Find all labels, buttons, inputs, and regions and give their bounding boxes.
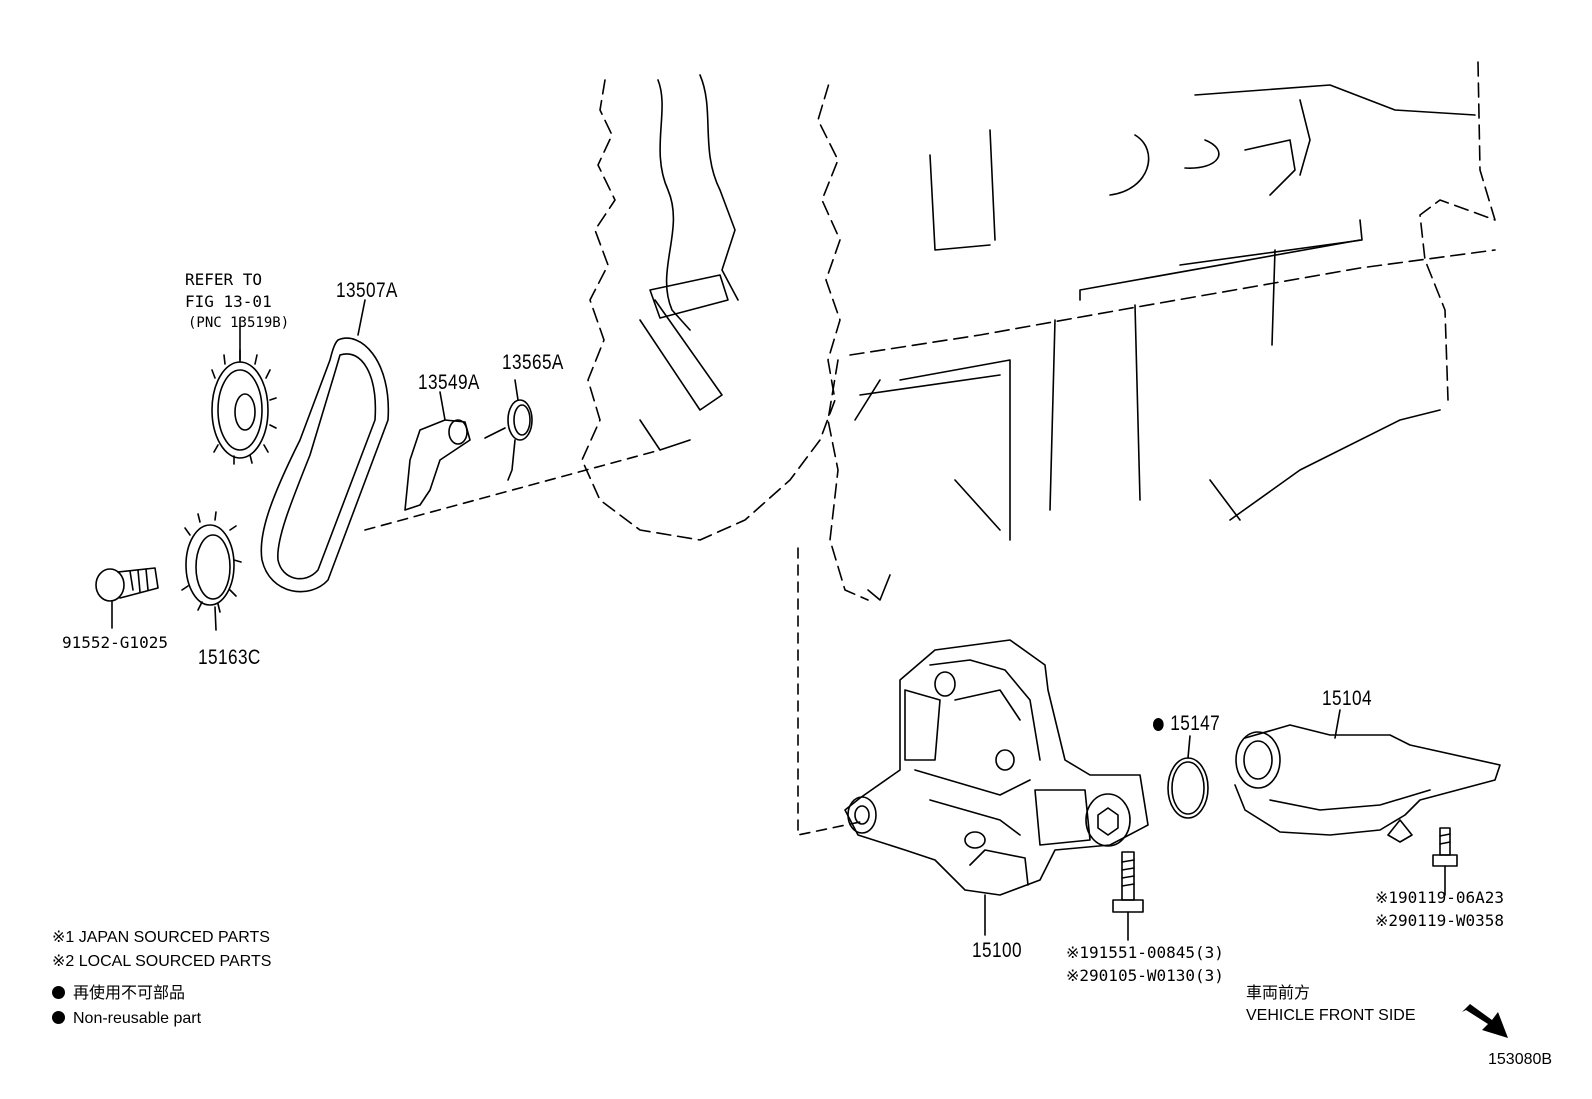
part-290105-W0130[interactable]: ※290105-W0130(3)	[1066, 966, 1224, 985]
vehicle-front-jp: 車両前方	[1246, 985, 1311, 1002]
tensioner-spring	[485, 380, 532, 480]
refer-fig-label: FIG 13-01	[185, 292, 272, 311]
part-15104[interactable]: 15104	[1322, 687, 1372, 710]
engine-block-outline	[582, 62, 1495, 600]
guide-line-pump	[798, 548, 860, 835]
oil-pump-assembly	[845, 640, 1148, 935]
refer-to-label: REFER TO	[185, 270, 263, 289]
part-15163C[interactable]: 15163C	[198, 646, 261, 669]
oil-strainer	[1235, 710, 1500, 842]
vehicle-front-arrow	[1462, 1004, 1508, 1038]
o-ring	[1168, 736, 1208, 818]
part-15100[interactable]: 15100	[972, 939, 1022, 962]
part-13507A[interactable]: 13507A	[336, 279, 398, 302]
bolt-190119	[1433, 828, 1457, 895]
legend-non-reusable-en: Non-reusable part	[52, 1011, 201, 1027]
part-15147[interactable]: 15147	[1153, 713, 1220, 734]
non-reusable-dot-icon	[52, 986, 65, 999]
bolt-191551	[1113, 852, 1143, 940]
part-190119-06A23[interactable]: ※190119-06A23	[1375, 888, 1504, 907]
oil-pump-sprocket	[182, 512, 241, 630]
part-13549A[interactable]: 13549A	[418, 371, 480, 394]
timing-chain	[261, 300, 388, 592]
guide-line-timing	[365, 450, 660, 530]
vehicle-front-en: VEHICLE FRONT SIDE	[1246, 1007, 1416, 1024]
part-191551-00845[interactable]: ※191551-00845(3)	[1066, 943, 1224, 962]
crankshaft-timing-sprocket	[212, 318, 276, 464]
chain-tensioner-arm	[405, 392, 470, 510]
part-13565A[interactable]: 13565A	[502, 351, 564, 374]
legend-local-sourced: ※2 LOCAL SOURCED PARTS	[52, 953, 272, 970]
bolt-91552	[96, 568, 158, 628]
figure-code: 153080B	[1488, 1051, 1553, 1068]
non-reusable-dot-icon	[1153, 718, 1164, 731]
non-reusable-dot-icon	[52, 1011, 65, 1024]
part-290119-W0358[interactable]: ※290119-W0358	[1375, 911, 1504, 930]
legend-non-reusable-jp: 再使用不可部品	[52, 986, 185, 1002]
refer-pnc-label: (PNC 13519B)	[188, 315, 290, 331]
legend-japan-sourced: ※1 JAPAN SOURCED PARTS	[52, 929, 270, 946]
part-91552-G1025[interactable]: 91552-G1025	[62, 633, 168, 652]
